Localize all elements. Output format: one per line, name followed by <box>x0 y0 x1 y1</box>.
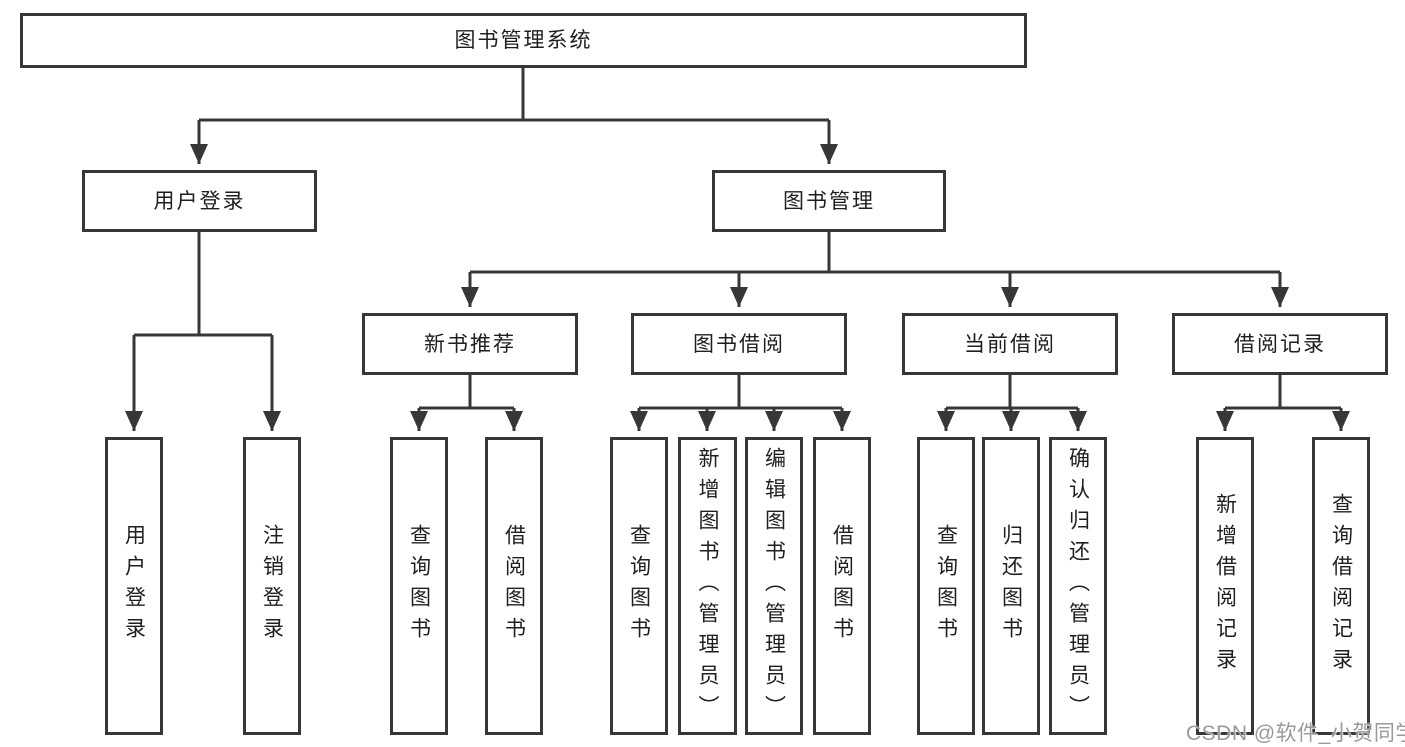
node-label: 查询图书 <box>627 524 651 648</box>
leaf-borrow-books-borrow: 借阅图书 <box>813 437 871 735</box>
node-book-management: 图书管理 <box>712 170 946 232</box>
leaf-add-borrow-record: 新增借阅记录 <box>1196 437 1254 735</box>
leaf-user-login: 用户登录 <box>105 437 163 735</box>
node-label: 用户登录 <box>153 189 246 213</box>
node-label: 注销登录 <box>260 524 284 648</box>
node-label: 新书推荐 <box>424 332 516 356</box>
leaf-query-books-current: 查询图书 <box>917 437 975 735</box>
leaf-query-books-recommend: 查询图书 <box>390 437 448 735</box>
leaf-edit-book-admin: 编辑图书（管理员） <box>745 437 803 735</box>
leaf-confirm-return-admin: 确认归还（管理员） <box>1049 437 1107 735</box>
node-label: 归还图书 <box>999 524 1023 648</box>
leaf-query-books-borrow: 查询图书 <box>610 437 668 735</box>
node-label: 图书管理系统 <box>454 29 593 52</box>
node-borrowing-records: 借阅记录 <box>1172 313 1388 375</box>
node-label: 新增借阅记录 <box>1213 493 1237 679</box>
node-label: 当前借阅 <box>964 332 1056 356</box>
node-label: 确认归还（管理员） <box>1066 446 1090 726</box>
node-library-management-system: 图书管理系统 <box>20 13 1027 68</box>
node-user-login: 用户登录 <box>82 170 317 232</box>
node-current-borrowing: 当前借阅 <box>902 313 1118 375</box>
node-label: 图书管理 <box>783 189 875 213</box>
leaf-logout: 注销登录 <box>243 437 301 735</box>
node-label: 用户登录 <box>122 524 146 648</box>
leaf-query-borrow-record: 查询借阅记录 <box>1312 437 1370 735</box>
leaf-return-books: 归还图书 <box>982 437 1040 735</box>
node-label: 图书借阅 <box>693 332 785 356</box>
csdn-watermark: CSDN @软件_小贺同学 <box>1186 722 1405 745</box>
node-new-book-recommendation: 新书推荐 <box>362 313 578 375</box>
node-label: 查询借阅记录 <box>1329 493 1353 679</box>
node-label: 借阅记录 <box>1234 332 1326 356</box>
node-label: 借阅图书 <box>502 524 526 648</box>
node-label: 查询图书 <box>407 524 431 648</box>
node-label: 借阅图书 <box>830 524 854 648</box>
node-label: 查询图书 <box>934 524 958 648</box>
node-book-borrowing: 图书借阅 <box>631 313 847 375</box>
leaf-add-book-admin: 新增图书（管理员） <box>678 437 737 735</box>
node-label: 新增图书（管理员） <box>696 446 719 726</box>
leaf-borrow-books-recommend: 借阅图书 <box>485 437 543 735</box>
node-label: 编辑图书（管理员） <box>762 446 786 726</box>
